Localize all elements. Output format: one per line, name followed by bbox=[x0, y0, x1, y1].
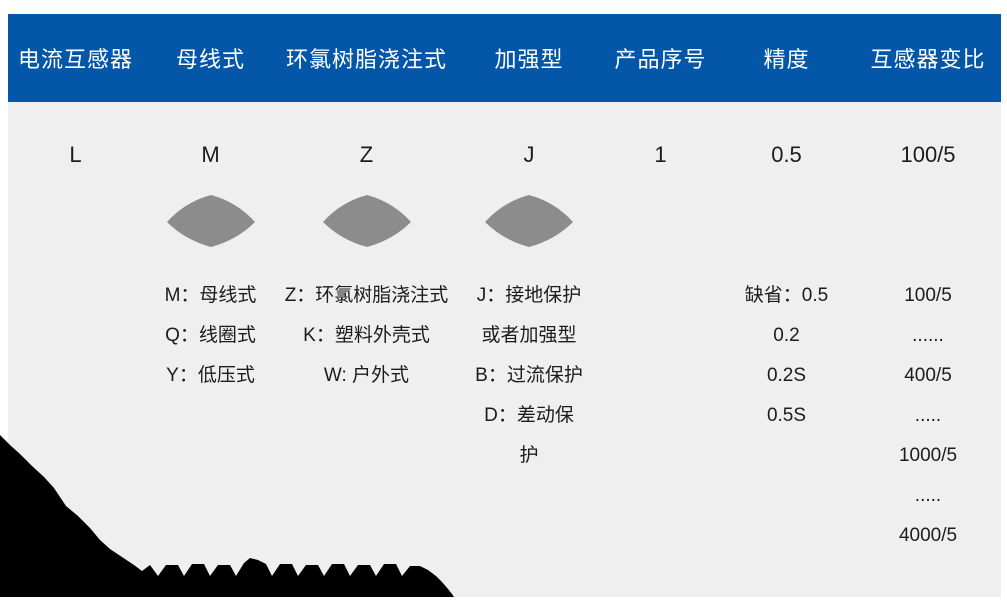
header-col-ratio: 互感器变比 bbox=[870, 47, 986, 72]
list-item: ...... bbox=[912, 325, 944, 346]
reinforced-type-options: J：接地保护 或者加强型 B：过流保护 D：差动保 护 bbox=[475, 276, 583, 476]
column-current-transformer: L bbox=[8, 102, 143, 597]
list-item: ..... bbox=[914, 405, 942, 426]
column-reinforced-type: J J：接地保护 或者加强型 B：过流保护 D：差动保 护 bbox=[455, 102, 603, 597]
diamond-pointer-slot bbox=[485, 192, 573, 250]
empty-pointer-slot bbox=[743, 192, 831, 250]
empty-pointer-slot bbox=[884, 192, 972, 250]
list-item: 4000/5 bbox=[898, 525, 958, 546]
code-letter-Z: Z bbox=[359, 142, 374, 167]
list-item: K：塑料外壳式 bbox=[303, 325, 430, 346]
model-code-panel: L M M：母线式 Q：线圈式 Y：低压式 Z bbox=[8, 102, 1001, 597]
list-item: D：差动保 bbox=[484, 405, 574, 426]
column-busbar-type: M M：母线式 Q：线圈式 Y：低压式 bbox=[143, 102, 278, 597]
accuracy-options: 缺省：0.5 0.2 0.2S 0.5S bbox=[745, 276, 828, 436]
list-item: W: 户外式 bbox=[323, 365, 410, 386]
list-item: 0.5S bbox=[766, 405, 807, 426]
list-item: Y：低压式 bbox=[166, 365, 255, 386]
code-digit-1: 1 bbox=[654, 142, 667, 167]
diamond-pointer-slot bbox=[322, 192, 411, 250]
header-col-busbar-type: 母线式 bbox=[175, 47, 245, 72]
list-item: 0.2S bbox=[766, 365, 807, 386]
list-item: 100/5 bbox=[904, 285, 952, 306]
column-ratio: 100/5 100/5 ...... 400/5 ..... 1000/5 ..… bbox=[855, 102, 1001, 597]
header-col-serial-number: 产品序号 bbox=[614, 47, 707, 72]
resin-cast-type-options: Z：环氯树脂浇注式 K：塑料外壳式 W: 户外式 bbox=[285, 276, 449, 396]
list-item: 护 bbox=[519, 445, 539, 466]
busbar-type-options: M：母线式 Q：线圈式 Y：低压式 bbox=[165, 276, 257, 396]
list-item: Z：环氯树脂浇注式 bbox=[284, 285, 449, 306]
code-letter-M: M bbox=[201, 142, 220, 167]
column-resin-cast-type: Z Z：环氯树脂浇注式 K：塑料外壳式 W: 户外式 bbox=[278, 102, 455, 597]
diamond-pointer-icon bbox=[166, 195, 255, 247]
column-serial-number: 1 bbox=[603, 102, 718, 597]
columns-grid: L M M：母线式 Q：线圈式 Y：低压式 Z bbox=[8, 102, 1001, 597]
ratio-options: 100/5 ...... 400/5 ..... 1000/5 ..... 40… bbox=[899, 276, 957, 556]
diamond-pointer-icon bbox=[322, 195, 411, 247]
code-letter-J: J bbox=[523, 142, 535, 167]
black-silhouette-artifact bbox=[0, 435, 454, 597]
list-item: 或者加强型 bbox=[481, 325, 577, 346]
list-item: 缺省：0.5 bbox=[744, 285, 829, 306]
diamond-pointer-icon bbox=[485, 195, 573, 247]
list-item: 400/5 bbox=[904, 365, 952, 386]
code-ratio-value: 100/5 bbox=[900, 142, 956, 167]
code-accuracy-value: 0.5 bbox=[771, 142, 802, 167]
diamond-pointer-slot bbox=[166, 192, 255, 250]
list-item: Q：线圈式 bbox=[165, 325, 256, 346]
code-letter-L: L bbox=[69, 142, 82, 167]
header-col-current-transformer: 电流互感器 bbox=[17, 47, 133, 72]
header-bar: 电流互感器 母线式 环氯树脂浇注式 加强型 产品序号 精度 互感器变比 bbox=[8, 14, 1001, 102]
list-item: 1000/5 bbox=[898, 445, 958, 466]
header-col-accuracy: 精度 bbox=[763, 47, 810, 72]
list-item: J：接地保护 bbox=[476, 285, 582, 306]
column-accuracy: 0.5 缺省：0.5 0.2 0.2S 0.5S bbox=[718, 102, 855, 597]
list-item: M：母线式 bbox=[164, 285, 257, 306]
header-col-resin-cast-type: 环氯树脂浇注式 bbox=[285, 47, 447, 72]
list-item: 0.2 bbox=[773, 325, 800, 346]
list-item: ..... bbox=[914, 485, 942, 506]
header-col-reinforced-type: 加强型 bbox=[494, 47, 564, 72]
list-item: B：过流保护 bbox=[475, 365, 583, 386]
